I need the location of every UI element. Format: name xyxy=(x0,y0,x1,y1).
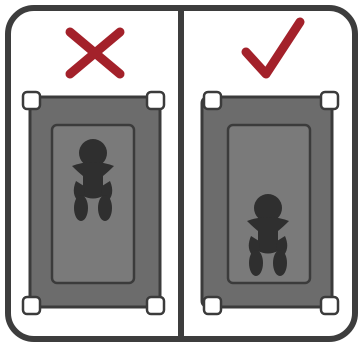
corner-post xyxy=(23,92,40,109)
corner-post xyxy=(204,297,221,314)
corner-post xyxy=(147,297,164,314)
corner-post xyxy=(23,297,40,314)
corner-post xyxy=(204,92,221,109)
corner-post xyxy=(147,92,164,109)
crib xyxy=(23,92,164,314)
corner-post xyxy=(321,92,338,109)
corner-post xyxy=(321,297,338,314)
